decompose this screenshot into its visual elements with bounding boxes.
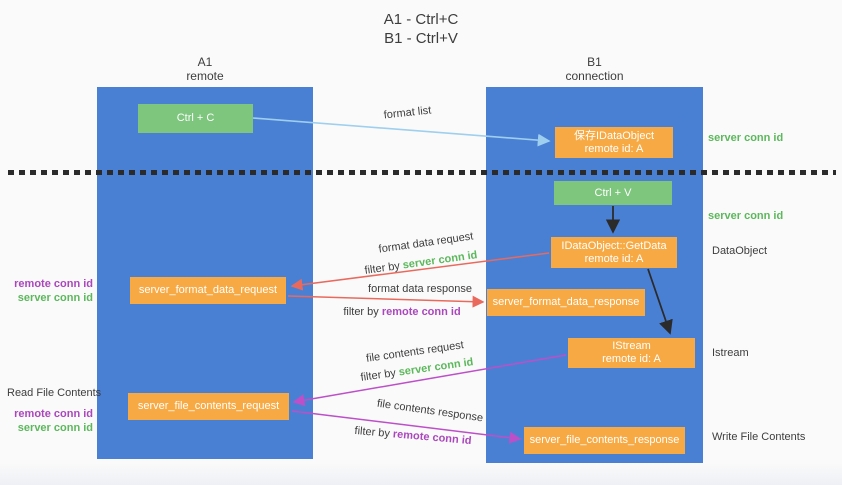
server-conn-id-label-top: server conn id [708, 132, 784, 144]
istream-label: Istream [712, 347, 749, 359]
server-conn-id-inline: server conn id [397, 356, 475, 379]
node-server-file-contents-request: server_file_contents_request [128, 393, 289, 420]
node-server-format-data-response-label: server_format_data_response [492, 296, 640, 308]
format-data-response-label: format data response [368, 283, 472, 295]
node-server-format-data-request: server_format_data_request [130, 277, 286, 304]
title-line-2: B1 - Ctrl+V [384, 30, 458, 47]
format-list-label: format list [383, 104, 432, 122]
node-server-file-contents-request-label: server_file_contents_request [137, 400, 280, 412]
node-ctrl-v: Ctrl + V [554, 181, 672, 205]
node-idataobject-getdata: IDataObject::GetData remote id: A [551, 237, 677, 268]
node-ctrl-c-label: Ctrl + C [176, 112, 215, 124]
remote-conn-id-inline: remote conn id [392, 428, 472, 448]
filter-by-text: filter by [354, 424, 394, 441]
filter-by-text: filter by [343, 306, 382, 318]
read-file-contents-label: Read File Contents [7, 387, 102, 399]
write-file-contents-label: Write File Contents [712, 431, 806, 443]
lane-header-a1: A1 remote [97, 55, 313, 83]
lane-b1-sub: connection [565, 69, 624, 83]
arrow-format-data-response [287, 295, 485, 308]
lane-b1-id: B1 [587, 55, 602, 69]
file-contents-response-label: file contents response [376, 397, 484, 425]
node-server-file-contents-response-label: server_file_contents_response [529, 434, 680, 446]
diagram-title: A1 - Ctrl+C B1 - Ctrl+V [0, 10, 842, 48]
server-conn-id-inline: server conn id [401, 249, 479, 272]
server-conn-id-label-file: server conn id [17, 422, 93, 434]
server-conn-id-label-mid: server conn id [708, 210, 784, 222]
filter-by-text: filter by [359, 366, 400, 384]
node-istream: IStream remote id: A [568, 338, 695, 368]
format-data-response-filter: filter by remote conn id [338, 306, 466, 318]
node-ctrl-c: Ctrl + C [138, 104, 253, 133]
filter-by-text: filter by [363, 259, 404, 277]
remote-conn-id-label-format: remote conn id [14, 278, 93, 290]
remote-conn-id-inline: remote conn id [381, 306, 461, 318]
format-conn-id-block: remote conn id server conn id [7, 277, 93, 305]
lane-a1-id: A1 [197, 55, 213, 69]
node-save-idataobject: 保存IDataObject remote id: A [555, 127, 673, 158]
file-conn-id-block: Read File Contents remote conn id server… [7, 386, 102, 435]
node-server-file-contents-response: server_file_contents_response [524, 427, 685, 454]
node-server-format-data-response: server_format_data_response [487, 289, 645, 316]
node-save-idataobject-line2: remote id: A [584, 142, 644, 155]
node-save-idataobject-line1: 保存IDataObject [573, 129, 655, 142]
node-ctrl-v-label: Ctrl + V [594, 186, 632, 199]
dataobject-label: DataObject [712, 245, 768, 257]
node-idataobject-getdata-line2: remote id: A [584, 252, 644, 265]
server-conn-id-label-format: server conn id [17, 292, 93, 304]
node-istream-line2: remote id: A [602, 353, 661, 365]
file-contents-response-filter: filter by remote conn id [348, 424, 479, 447]
lane-header-b1: B1 connection [486, 55, 703, 83]
title-line-1: A1 - Ctrl+C [383, 11, 459, 28]
node-istream-line1: IStream [612, 340, 651, 352]
node-server-format-data-request-label: server_format_data_request [138, 284, 278, 296]
node-idataobject-getdata-line1: IDataObject::GetData [561, 239, 667, 252]
remote-conn-id-label-file: remote conn id [14, 408, 93, 420]
lane-a1-sub: remote [186, 69, 224, 83]
section-divider-dashed-line [8, 170, 836, 175]
